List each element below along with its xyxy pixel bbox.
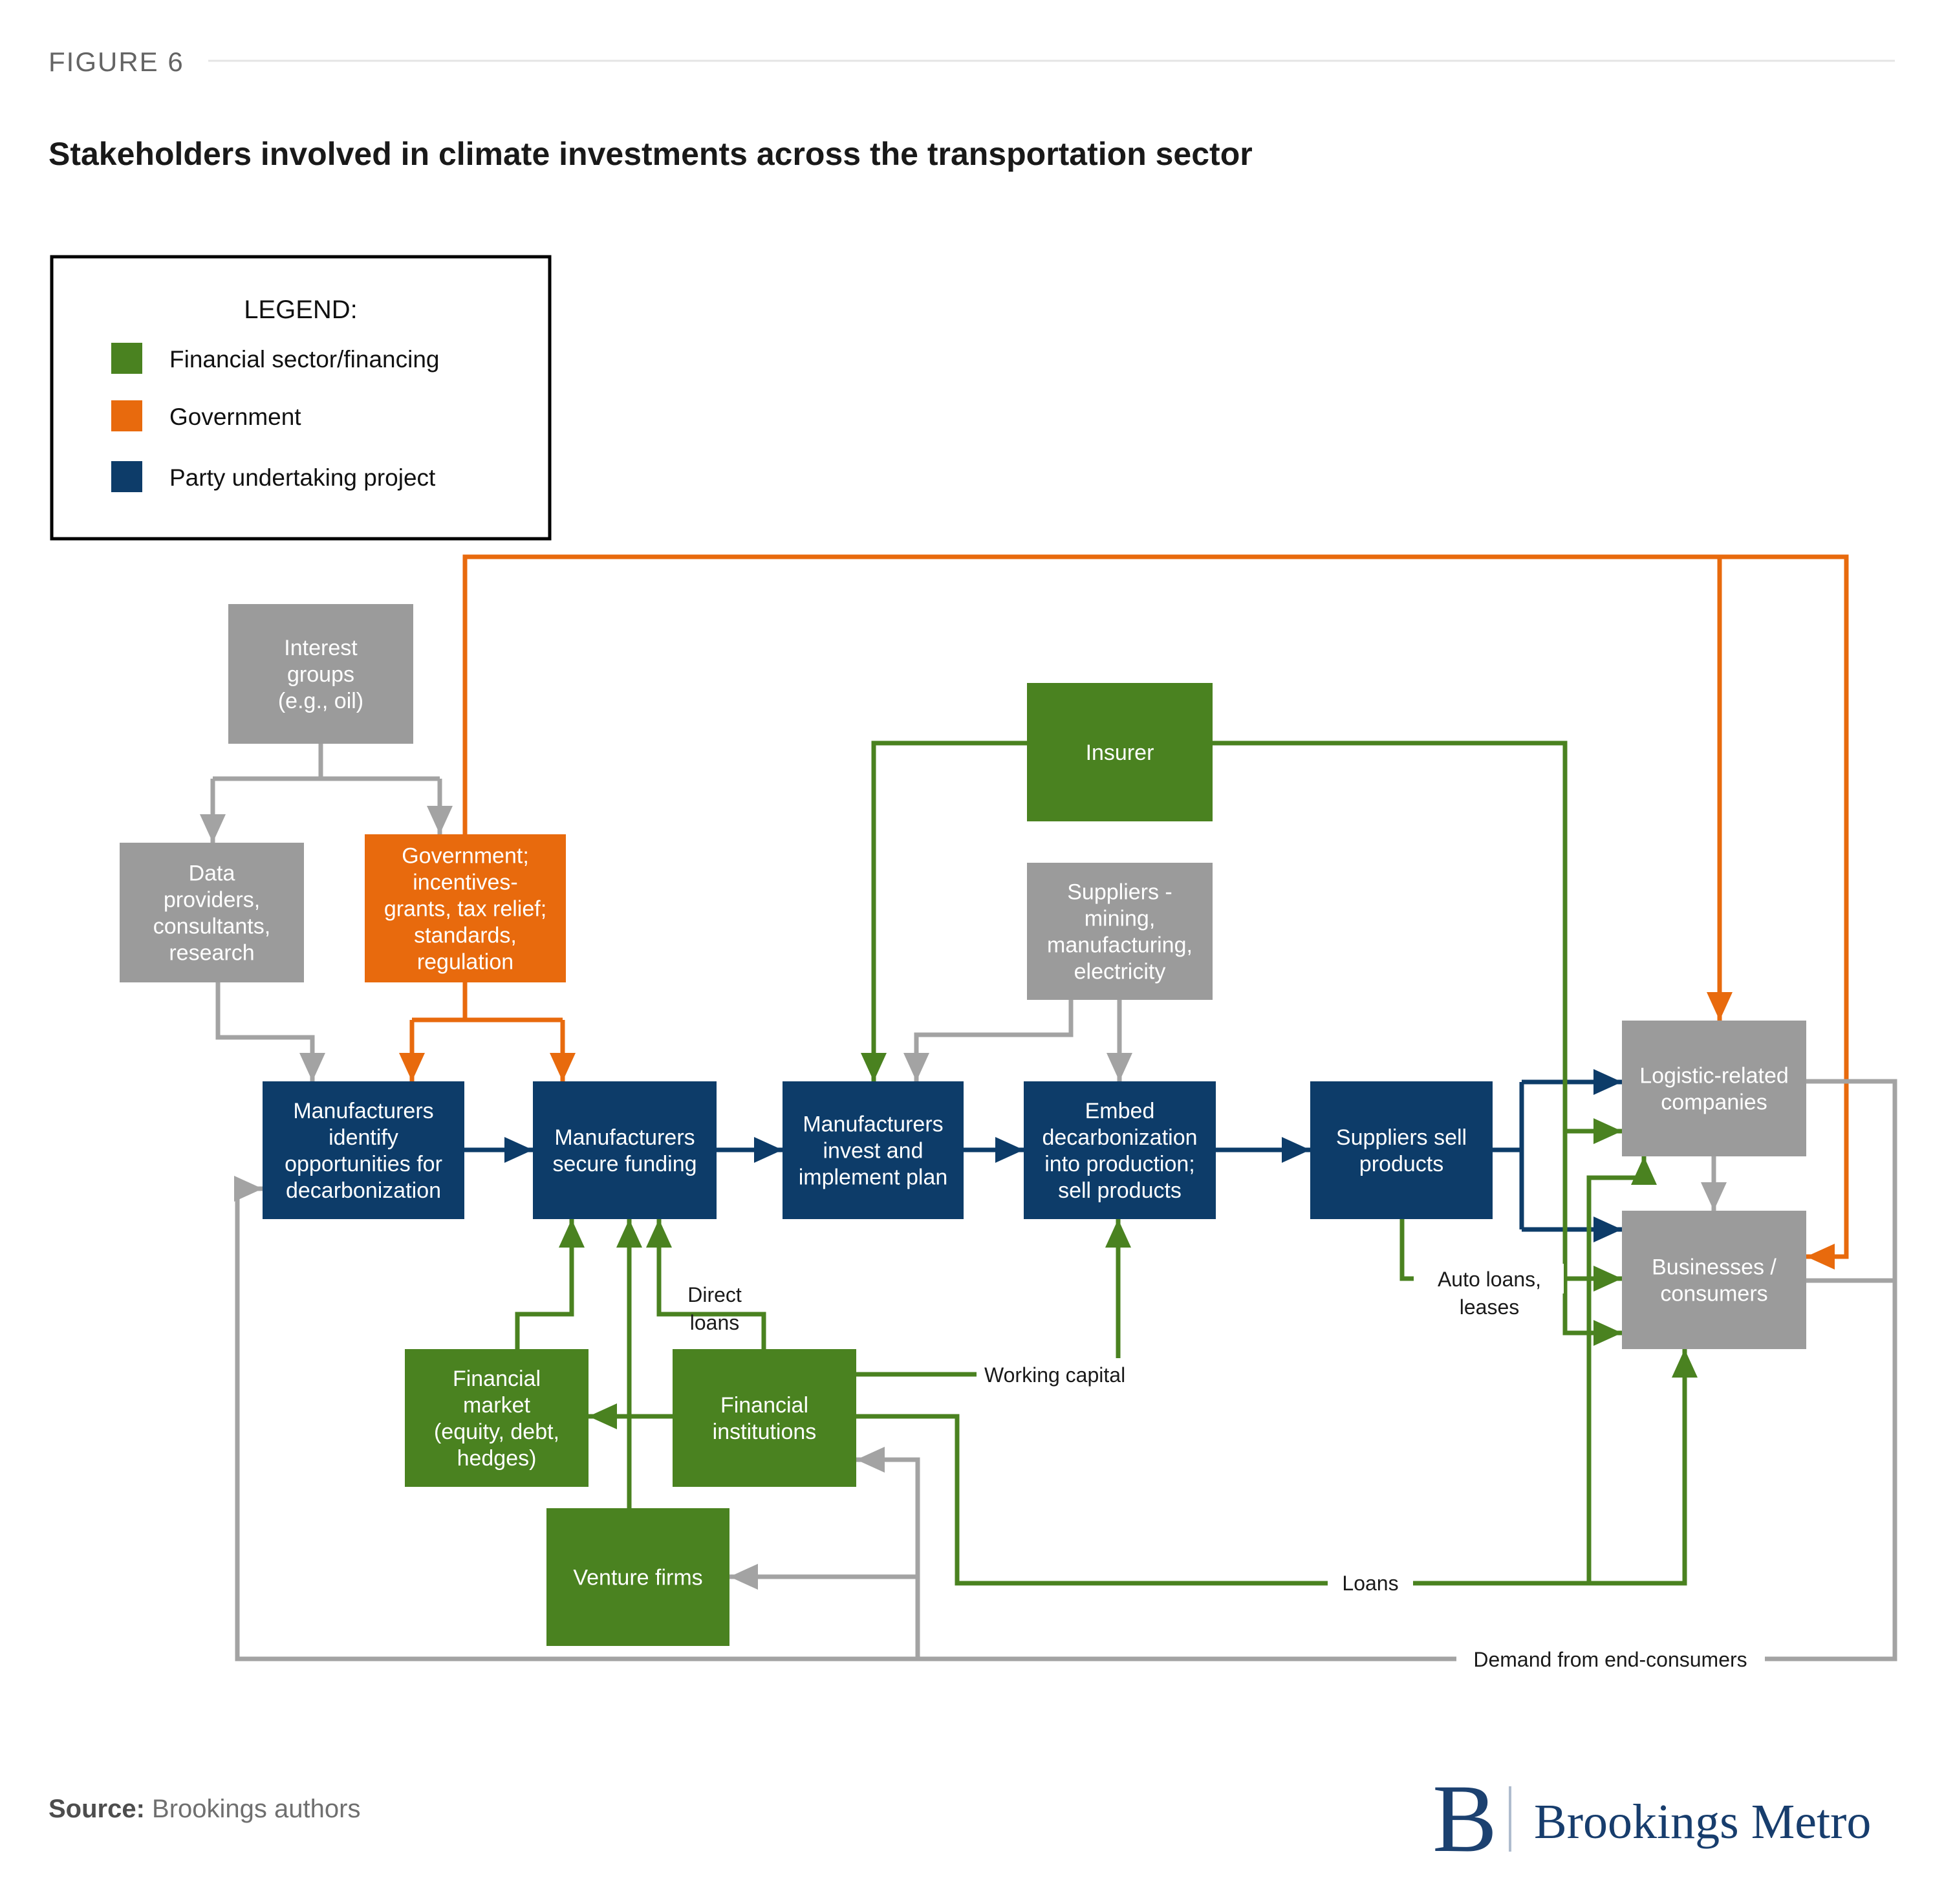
source-line: Source: Brookings authors <box>49 1795 360 1823</box>
node-box-manufacturers-identify <box>263 1081 464 1219</box>
node-box-logistic-companies <box>1622 1021 1806 1156</box>
node-box-embed-decarbonization <box>1024 1081 1216 1219</box>
logo-wordmark: Brookings Metro <box>1534 1795 1871 1849</box>
node-box-financial-market <box>405 1349 589 1487</box>
node-government: Government;incentives-grants, tax relief… <box>365 834 566 982</box>
edge-data-providers-to-identify <box>215 982 325 1081</box>
page-title: Stakeholders involved in climate investm… <box>49 136 1253 172</box>
edge-government-to-top-loop-businesses <box>462 554 1849 1270</box>
edges-layer <box>200 554 1897 1661</box>
figure-label: FIGURE 6 <box>49 47 184 77</box>
logo-divider-bar <box>1509 1786 1511 1852</box>
legend-swatch-party <box>111 461 142 492</box>
node-box-manufacturers-invest <box>783 1081 964 1219</box>
label-bg-auto-loans-leases <box>1414 1264 1564 1293</box>
legend-swatch-financial <box>111 343 142 374</box>
node-box-suppliers-mining <box>1027 863 1213 1000</box>
edge-insurer-to-invest <box>861 741 1027 1081</box>
label-text-working-capital: Working capital <box>984 1363 1125 1387</box>
node-box-manufacturers-secure-funding <box>533 1081 717 1219</box>
logo-letter-b: B <box>1432 1765 1497 1872</box>
legend-swatch-government <box>111 400 142 431</box>
node-suppliers-mining: Suppliers -mining,manufacturing,electric… <box>1027 863 1213 1000</box>
label-text-loans: Loans <box>1342 1572 1398 1595</box>
source-value: Brookings authors <box>145 1795 361 1823</box>
node-box-venture-firms <box>546 1508 729 1646</box>
node-insurer: Insurer <box>1027 683 1213 821</box>
legend-label-financial: Financial sector/financing <box>169 346 440 373</box>
node-box-interest-groups <box>228 604 413 744</box>
node-box-financial-institutions <box>673 1349 856 1487</box>
label-text-demand-from-end-consumers: Demand from end-consumers <box>1473 1648 1747 1671</box>
edge-demand-loop-to-identify <box>234 1079 1897 1661</box>
legend: LEGEND: Financial sector/financing Gover… <box>50 255 552 541</box>
node-label-businesses-consumers: Businesses /consumers <box>1652 1255 1777 1306</box>
label-bg-demand-from-end-consumers <box>1456 1645 1765 1674</box>
node-label-insurer: Insurer <box>1086 741 1154 765</box>
label-bg-loans <box>1328 1568 1413 1598</box>
edge-insurer-to-businesses <box>1213 741 1622 1346</box>
source-label: Source: <box>49 1795 145 1823</box>
node-box-businesses-consumers <box>1622 1211 1806 1349</box>
label-working-capital: Working capital <box>984 1363 1125 1387</box>
edge-financial-market-to-secure-funding <box>515 1219 585 1349</box>
edge-suppliers-to-invest <box>903 1000 1074 1081</box>
node-label-suppliers-mining: Suppliers -mining,manufacturing,electric… <box>1047 880 1193 984</box>
label-loans: Loans <box>1328 1568 1413 1598</box>
legend-title: LEGEND: <box>244 296 358 324</box>
label-text-auto-loans-leases: Auto loans,leases <box>1438 1268 1541 1319</box>
edge-financial-institutions-to-secure-funding <box>646 1219 766 1349</box>
label-demand-from-end-consumers: Demand from end-consumers <box>1456 1645 1765 1674</box>
legend-label-party: Party undertaking project <box>169 464 436 491</box>
edge-loans-branch-to-logistic <box>1586 1156 1657 1583</box>
node-label-government: Government;incentives-grants, tax relief… <box>384 844 546 975</box>
edge-loans-line-to-businesses <box>856 1349 1698 1586</box>
edge-demand-branch-to-financial-institutions <box>856 1447 920 1659</box>
node-box-data-providers <box>120 843 304 982</box>
label-auto-loans-leases: Auto loans,leases <box>1414 1264 1564 1319</box>
node-box-suppliers-sell-products <box>1310 1081 1493 1219</box>
node-box-insurer <box>1027 683 1213 821</box>
legend-label-government: Government <box>169 404 301 430</box>
node-venture-firms: Venture firms <box>546 1508 729 1646</box>
brookings-metro-logo: B Brookings Metro <box>1432 1765 1871 1872</box>
node-box-government <box>365 834 566 982</box>
node-businesses-consumers: Businesses /consumers <box>1622 1211 1806 1349</box>
node-label-venture-firms: Venture firms <box>573 1566 702 1590</box>
